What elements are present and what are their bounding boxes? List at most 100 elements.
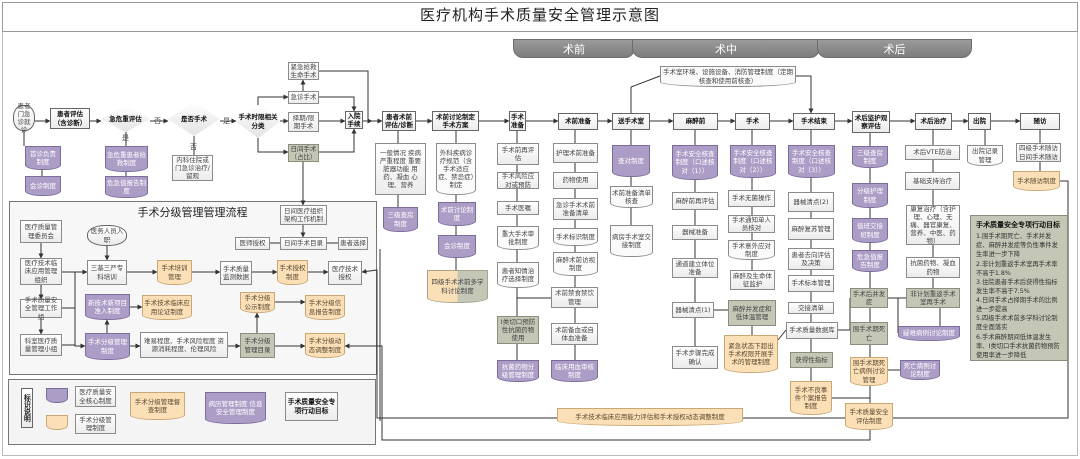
node-label: 标识说明 [23, 394, 32, 422]
legend-records-node: 病历管理制度 信息安全管理制度 [205, 392, 266, 424]
node-label: 内科住院或门急诊治疗/留观 [175, 155, 210, 181]
drug-node: 药物使用 [553, 172, 598, 189]
node-label: 病房手术室交接制度 [612, 232, 651, 249]
node-label: 会诊制度 [444, 242, 470, 251]
handover-list-node: 交接清单 [788, 302, 834, 314]
node-label: 查对制度 [618, 156, 644, 165]
node-label: 手术时限相关分类 [238, 113, 278, 130]
node-label: 术后监护观察评估 [854, 113, 888, 130]
phase-preop: 术前 [513, 39, 635, 58]
node-label: 手术分级管理督查制度 [134, 397, 181, 414]
support-node: 基础支持治疗 [905, 172, 960, 190]
node-label: 麻醉前再评估 [675, 196, 715, 205]
node-label: 医师授权 [239, 239, 266, 248]
general-node: 一般情况 疾病严重程度 重要脏器功能 用药、凝血 心理、营养 [375, 143, 426, 195]
node-label: 手术质量监测数据 [223, 264, 249, 281]
dept-group-node: 科室医疗质量管理小组 [20, 334, 62, 356]
node-label: 手术分级管理目录 [244, 337, 271, 354]
grading-sys-node: 手术分级管理制度 [85, 333, 130, 360]
access-node: 通道建立体位准备 [672, 258, 718, 278]
training-node: 三基三严专科培训 [87, 260, 127, 285]
prep-node: 手术准备 [509, 111, 526, 131]
node-label: 手术步骤完成确认 [675, 349, 715, 366]
safety3-node: 手术安全核查制度（口述核对（3）） [788, 145, 835, 178]
title-bar [2, 2, 1078, 32]
node-label: 术后治疗 [920, 117, 947, 126]
catalog-node: 手术分级管理目录 [240, 333, 275, 358]
notice-node: 手术通知单人员核对 [728, 215, 775, 233]
order-node: 手术医嘱 [497, 201, 539, 215]
goal-item: 6.手术麻醉期间低体温发生率、I类切口手术抗菌药物预防使用率进一步降低 [976, 333, 1060, 359]
node-label: 手术安全核查制度（口述核对（2）） [733, 149, 773, 174]
rescue-node: 紧急抢救生命手术 [288, 62, 319, 80]
auth-sys-node: 手术授权制度 [277, 260, 308, 285]
connector [62, 271, 86, 349]
node-label: 三基三严专科培训 [90, 264, 124, 281]
discharge-node: 出院 [968, 113, 991, 130]
info-report-node: 手术分级信息报告制度 [305, 295, 345, 320]
phase-postop: 术后 [817, 39, 972, 58]
node-label: 手术安全核查制度（口述核对（1）） [675, 150, 715, 175]
adverse-node: 手术不良事件个案报告制度 [790, 381, 832, 415]
node-label: 术前讨论制定手术方案 [436, 112, 475, 129]
count2-node: 器械清点(2) [788, 192, 834, 212]
page-title: 医疗机构手术质量安全管理示意图 [419, 6, 660, 24]
node-label: 急诊手术术前准备清单 [556, 200, 595, 217]
node-label: 患者知情治疗选择制度 [501, 266, 535, 283]
node-label: 手术室环境、设施设备、消防管理制度（定期核查和使用前核查） [663, 68, 793, 85]
node-label: 三级查房制度 [387, 211, 414, 228]
node-label: 危急值报告制度 [857, 252, 883, 269]
node-label: 手术授权制度 [279, 264, 306, 281]
anes-visit-node: 麻醉术前访视制度 [553, 252, 598, 276]
quality-eval-node: 手术质量安全评估制度 [845, 403, 893, 430]
node-label: 出院记录管理 [972, 147, 998, 164]
node-label: 手术后并发症 [852, 289, 886, 306]
node-label: 器械准备 [682, 228, 708, 237]
monitor-node: 手术质量监测数据 [220, 261, 252, 285]
node-label: 围手术期死亡 [852, 325, 886, 342]
fasting-node: 术前禁食禁饮管理 [551, 287, 598, 308]
node-label: 器械清点(2) [793, 197, 829, 206]
node-label: 手术培训管理 [161, 264, 188, 281]
mdt4-node: 四级手术术前多学科讨论制度 [427, 270, 488, 303]
node-label: 紧急状态下超出手术权限开展手术的管理制度 [728, 341, 774, 367]
consult2-node: 会诊制度 [438, 235, 476, 258]
visit-node: 患者门急诊就诊 [13, 102, 35, 134]
node-label: 重大手术审批制度 [501, 229, 535, 246]
critval2-node: 危急值报告制度 [852, 250, 888, 272]
node-label: 日间手术（占比） [290, 144, 317, 161]
rehab-node: 康复治疗（含护理、心理、无痛、器官康复、营养、中医、药物） [906, 205, 960, 245]
emergency-auth-node: 紧急状态下超出手术权限开展手术的管理制度 [724, 335, 778, 373]
node-label: 会诊制度 [30, 181, 56, 190]
pre-anes-node: 麻醉前 [673, 113, 718, 130]
handover-ward-node: 病房手术室交接制度 [610, 225, 653, 257]
node-label: 病历管理制度 信息安全管理制度 [208, 399, 263, 416]
abx-coag-node: 抗菌药物、凝血药物 [906, 257, 960, 278]
node-label: 术前准备 [565, 117, 591, 126]
panel-title-node: 手术分级管理管理流程 [130, 205, 255, 221]
node-label: 医疗技术授权 [332, 264, 358, 281]
node-label: 外科疾病诊疗规范（含手术适应症、禁忌症）制定 [438, 148, 474, 190]
dyn-adjust-node: 手术分级动态调整制度 [305, 333, 345, 358]
legend-beige-node [46, 415, 68, 430]
postop-mon-node: 术后监护观察评估 [852, 111, 890, 133]
node-label: 麻醉并发症和低体温管理 [732, 304, 772, 321]
acquired-node: 获得性指标 [790, 352, 833, 368]
node-label: 医疗技术临床应用管理组织 [24, 259, 58, 284]
admit-node: 入院手续 [345, 111, 363, 129]
connector [888, 297, 899, 333]
node-label: 手术分级信息报告制度 [308, 299, 342, 316]
day-org-node: 日间医疗组织架构工作机制 [280, 205, 327, 225]
node-label: 术前讨论制度 [440, 205, 474, 222]
node-label: 择期/限期手术 [292, 113, 315, 130]
node-label: 非计划重返手术室再手术 [910, 289, 956, 306]
destination-node: 患者去向评估及决策 [788, 248, 834, 270]
connector [893, 180, 1069, 419]
death-mgmt-node: 围手术期死亡病例讨论管理 [850, 357, 888, 386]
node-label: 紧急抢救生命手术 [290, 62, 317, 79]
connector [361, 268, 557, 419]
node-label: 获得性指标 [795, 355, 828, 364]
action-goals-box: 手术质量安全专项行动目标 1.围手术期死亡、手术并发症、麻醉并发症等负性事件发生… [970, 215, 1068, 361]
legend-supervise-node: 手术分级管理督查制度 [130, 392, 185, 420]
step-confirm-node: 手术步骤完成确认 [672, 346, 718, 369]
